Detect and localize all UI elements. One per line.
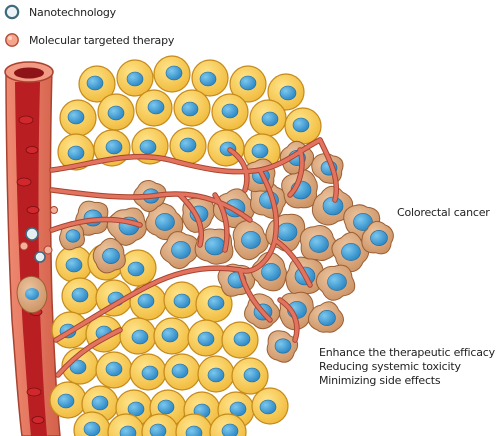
normal-cell <box>209 413 247 436</box>
nanoparticle-icon <box>4 4 20 20</box>
tumor-cell <box>307 301 345 333</box>
tumor-cell <box>232 220 269 261</box>
tumor-cell <box>361 220 394 255</box>
normal-cell <box>163 353 201 391</box>
normal-cell <box>129 353 167 391</box>
benefits-list: Enhance the therapeutic efficacy Reducin… <box>319 346 495 388</box>
normal-cell <box>73 411 111 436</box>
normal-cell <box>249 99 287 137</box>
normal-cell <box>191 59 229 97</box>
normal-cell <box>59 99 97 137</box>
normal-cell <box>55 245 93 283</box>
normal-cell <box>284 107 322 145</box>
tumor-cell <box>311 185 354 226</box>
normal-cell <box>267 73 305 111</box>
normal-cell <box>57 133 95 171</box>
tumor-label: Colorectal cancer <box>397 206 490 219</box>
normal-cell <box>95 351 133 389</box>
tumor-cell <box>331 231 370 273</box>
tumor-cell <box>92 237 126 274</box>
normal-cell <box>97 93 135 131</box>
targeted-drug-particles <box>43 206 58 255</box>
legend-item-molecular-targeted-therapy: Molecular targeted therapy <box>4 30 174 50</box>
benefit-item: Enhance the therapeutic efficacy <box>319 346 495 359</box>
circulating-tumor-cell <box>16 275 48 314</box>
legend-label-molecular-targeted-therapy: Molecular targeted therapy <box>29 33 175 47</box>
normal-cell <box>173 89 211 127</box>
normal-cell <box>221 321 259 359</box>
normal-cell <box>78 65 116 103</box>
targeted-drug-icon <box>5 33 19 47</box>
legend-item-nanotechnology: Nanotechnology <box>4 2 116 22</box>
normal-cell <box>107 413 145 436</box>
normal-cell <box>187 319 225 357</box>
normal-cell <box>251 387 289 425</box>
vessel-nanoparticles <box>19 227 46 263</box>
normal-epithelial-cells <box>49 55 322 436</box>
tumor-cell <box>266 330 299 363</box>
normal-cell <box>119 249 157 287</box>
normal-cell <box>169 127 207 165</box>
normal-cell <box>197 355 235 393</box>
normal-cell <box>61 277 99 315</box>
tumor-cell <box>299 225 338 262</box>
blood-vessel <box>4 61 61 436</box>
normal-cell <box>211 93 249 131</box>
benefit-item: Reducing systemic toxicity <box>319 360 461 373</box>
normal-cell <box>231 357 269 395</box>
normal-cell <box>141 413 179 436</box>
normal-cell <box>119 317 157 355</box>
normal-cell <box>49 381 87 419</box>
tumor-cell <box>194 228 234 265</box>
tumor-cell <box>159 231 200 270</box>
tumor-cell <box>315 264 356 301</box>
normal-cell <box>153 55 191 93</box>
normal-cell <box>229 65 267 103</box>
normal-cell <box>135 89 173 127</box>
normal-cell <box>163 281 201 319</box>
capillary-network <box>49 137 340 378</box>
benefit-item: Minimizing side effects <box>319 374 441 387</box>
legend-label-nanotechnology: Nanotechnology <box>29 5 116 19</box>
normal-cell <box>153 317 191 355</box>
normal-cell <box>129 283 167 321</box>
normal-cell <box>116 59 154 97</box>
